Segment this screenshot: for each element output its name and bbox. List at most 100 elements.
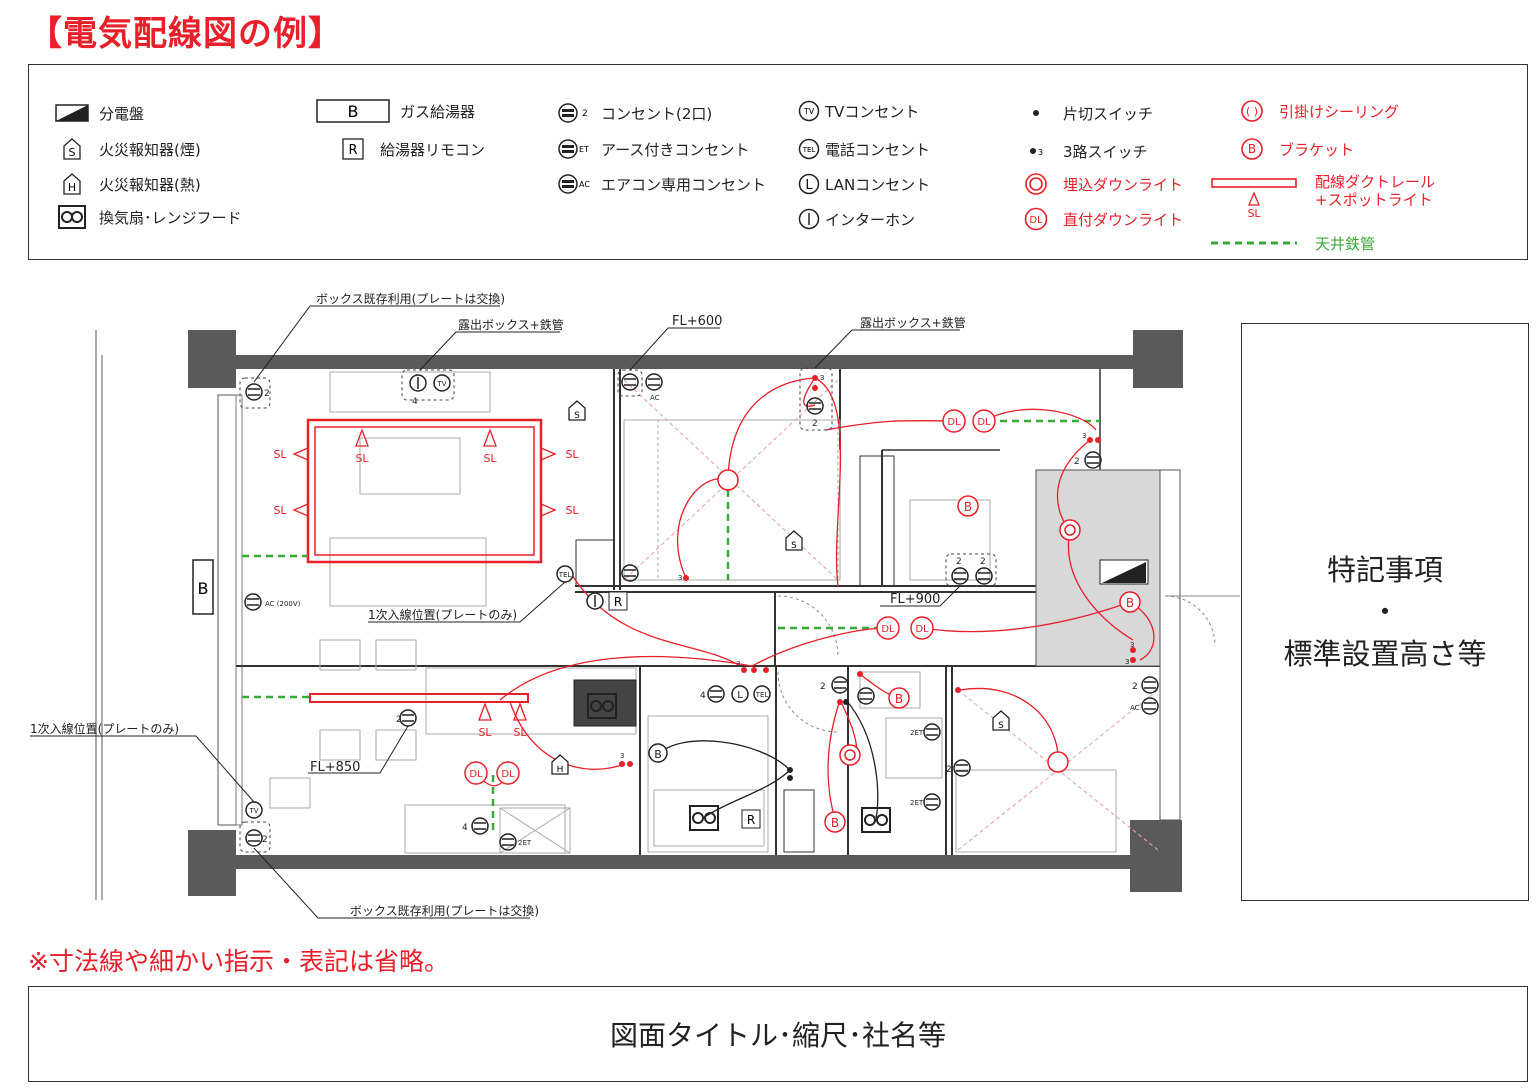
annotation-primary-entry-1: 1次入線位置(プレートのみ) — [368, 607, 517, 622]
legend-three-way: 3 3路スイッチ — [1019, 139, 1148, 163]
annotation-primary-entry-2: 1次入線位置(プレートのみ) — [30, 721, 179, 736]
svg-text:DL: DL — [469, 769, 483, 780]
legend-label: 引掛けシーリング — [1279, 102, 1400, 121]
legend-label: 直付ダウンライト — [1063, 210, 1184, 229]
legend-duct-rail: SL 配線ダクトレール +スポットライト — [1211, 173, 1435, 223]
svg-text:B: B — [198, 579, 209, 598]
smoke-detector-icon: S — [55, 137, 89, 161]
recessed-downlight-icon — [1019, 172, 1053, 196]
duct-rail — [306, 418, 543, 703]
heater-remote-icon — [608, 591, 628, 611]
outlet-icon — [831, 676, 849, 694]
svg-text:AC (200V): AC (200V) — [265, 600, 301, 608]
legend-label: エアコン専用コンセント — [601, 175, 767, 194]
smoke-detector-icon — [992, 710, 1010, 731]
sl-label: SL — [513, 726, 527, 739]
svg-text:3: 3 — [1038, 148, 1043, 157]
legend-recessed-dl: 埋込ダウンライト — [1019, 172, 1183, 196]
legend-bracket: B ブラケット — [1235, 137, 1354, 161]
svg-text:TV: TV — [436, 380, 446, 388]
sl-label: SL — [565, 448, 579, 461]
legend-label: 配線ダクトレール +スポットライト — [1315, 173, 1436, 209]
svg-text:DL: DL — [501, 769, 515, 780]
svg-text:AC: AC — [579, 180, 590, 189]
svg-text:S: S — [998, 721, 1004, 731]
svg-text:2: 2 — [820, 682, 826, 692]
svg-text:TEL: TEL — [802, 146, 816, 154]
annotation-fl600: FL+600 — [672, 314, 722, 329]
legend-outlet: 2 コンセント(2口) — [557, 101, 712, 125]
svg-text:R: R — [614, 595, 622, 609]
svg-text:2: 2 — [1132, 682, 1138, 692]
outlet-icon — [399, 709, 417, 727]
svg-text:3: 3 — [1125, 658, 1129, 666]
svg-text:2: 2 — [946, 765, 952, 775]
bracket-light-icon — [824, 811, 846, 833]
notes-box: 特記事項 ・ 標準設置高さ等 — [1241, 323, 1529, 901]
svg-text:2ET: 2ET — [910, 729, 924, 737]
svg-text:R: R — [747, 813, 755, 827]
legend-label: LANコンセント — [825, 175, 931, 194]
grounded-outlet-icon — [923, 793, 941, 811]
svg-text:DL: DL — [915, 624, 929, 635]
legend-panel-board: 分電盤 — [55, 101, 144, 125]
floor-plan: SL SL SL SL SL SL SL SL — [30, 291, 1240, 919]
svg-text:DL: DL — [1029, 215, 1043, 226]
outlet-icon — [857, 687, 875, 705]
legend-hood: 換気扇･レンジフード — [55, 205, 242, 229]
svg-text:2: 2 — [262, 835, 268, 845]
sl-label: SL — [565, 504, 579, 517]
outlet-icon — [707, 685, 725, 703]
legend-tel: TEL 電話コンセント — [797, 137, 930, 161]
bracket-light-icon — [888, 687, 910, 709]
svg-text:H: H — [68, 181, 76, 194]
legend-label: 分電盤 — [99, 104, 145, 123]
grounded-outlet-icon — [499, 833, 517, 851]
svg-text:R: R — [348, 143, 357, 158]
ceiling-hook-icon: ( ) — [1235, 99, 1269, 123]
legend-grounded-outlet: ET アース付きコンセント — [557, 137, 749, 161]
svg-text:3: 3 — [1082, 432, 1086, 440]
svg-text:TV: TV — [248, 807, 258, 815]
legend-label: TVコンセント — [825, 102, 920, 121]
svg-text:TV: TV — [803, 107, 815, 116]
svg-text:SL: SL — [1247, 207, 1261, 220]
gas-water-heater-icon — [192, 559, 214, 615]
single-switch-icon — [1019, 101, 1053, 125]
tv-outlet-icon — [433, 374, 451, 392]
heat-detector-icon — [551, 754, 569, 775]
svg-text:2: 2 — [956, 557, 962, 567]
legend-label: コンセント(2口) — [601, 104, 713, 123]
legend-label: アース付きコンセント — [601, 140, 750, 159]
legend-smoke: S 火災報知器(煙) — [55, 137, 201, 161]
aircon-outlet-icon — [244, 593, 262, 611]
notes-line-3: 標準設置高さ等 — [1283, 637, 1487, 672]
bracket-lights: B B B B — [824, 495, 1141, 833]
legend-surface-dl: DL 直付ダウンライト — [1019, 207, 1183, 231]
svg-text:DL: DL — [881, 624, 895, 635]
svg-text:2: 2 — [1074, 457, 1080, 467]
legend-label: インターホン — [825, 210, 916, 229]
outlet-icon — [471, 817, 489, 835]
svg-text:B: B — [895, 692, 903, 706]
bracket-light-icon — [1119, 591, 1141, 613]
intercom-icon — [797, 207, 821, 231]
svg-text:4: 4 — [462, 823, 468, 833]
annotation-box-existing-bottom: ボックス既存利用(プレートは交換) — [350, 903, 539, 918]
outlet-icon — [621, 373, 639, 391]
annotation-fl900: FL+900 — [890, 592, 940, 607]
svg-text:L: L — [805, 178, 813, 193]
outlet-icon — [645, 373, 663, 391]
svg-text:DL: DL — [977, 417, 991, 428]
ceiling-hook-icon — [717, 469, 739, 491]
outlet-icon — [806, 397, 824, 415]
svg-text:4: 4 — [700, 691, 706, 701]
footnote: ※寸法線や細かい指示・表記は省略。 — [28, 947, 449, 976]
ceiling-conduit-icon — [1211, 231, 1297, 255]
legend-ceiling-hook: ( ) 引掛けシーリング — [1235, 99, 1399, 123]
legend-conduit: 天井鉄管 — [1211, 231, 1375, 255]
legend-intercom: インターホン — [797, 207, 915, 231]
svg-text:2: 2 — [582, 109, 588, 119]
svg-text:2: 2 — [264, 389, 270, 399]
surface-downlight-icon — [876, 616, 900, 640]
